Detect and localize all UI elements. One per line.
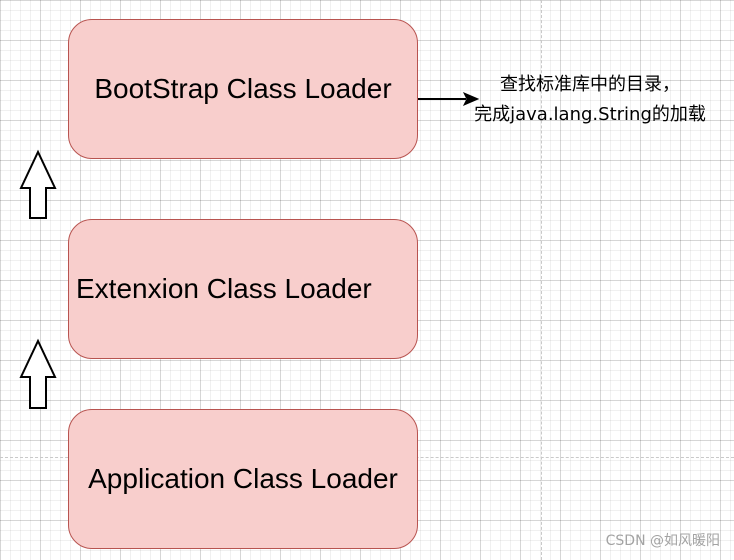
up-arrow-lower [19,338,57,409]
up-arrow-upper [19,149,57,219]
bootstrap-class-loader-label: BootStrap Class Loader [94,73,392,104]
extension-class-loader-box[interactable]: Extenxion Class Loader [68,219,418,359]
note-line-1: 查找标准库中的目录， [500,74,680,95]
application-class-loader-label: Application Class Loader [88,463,398,494]
note-line-2: 完成java.lang.String的加载 [474,104,706,125]
connector-arrowhead [462,92,480,106]
bootstrap-class-loader-box[interactable]: BootStrap Class Loader [68,19,418,159]
page-guide-vertical [541,0,542,560]
bootstrap-note: 查找标准库中的目录， 完成java.lang.String的加载 [454,70,726,130]
extension-class-loader-label: Extenxion Class Loader [76,273,372,304]
application-class-loader-box[interactable]: Application Class Loader [68,409,418,549]
watermark: CSDN @如风暖阳 [605,533,720,549]
